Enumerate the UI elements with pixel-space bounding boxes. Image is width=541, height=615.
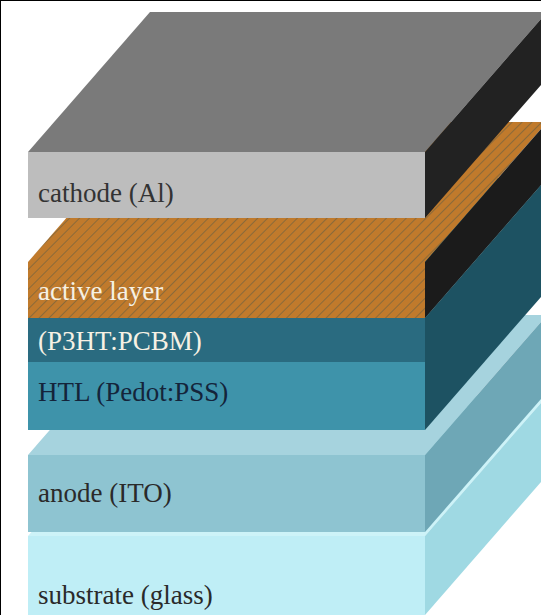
layer-slabs [28,12,541,615]
layer-slab [28,12,541,218]
layer-label: HTL (Pedot:PSS) [38,371,228,413]
layer-label-box: anode (ITO) [38,472,172,514]
layer-label: active layer (P3HT:PCBM) [38,266,238,366]
frame-line [0,0,1,615]
layer-label: substrate (glass) [38,574,213,615]
layer-label-box: HTL (Pedot:PSS) [38,371,228,413]
frame-line [0,0,541,1]
layer-label: anode (ITO) [38,472,172,514]
slab-side-face [425,12,541,218]
slab-front-face [28,152,425,218]
layer-label-box: active layer (P3HT:PCBM) [38,266,238,366]
layer-label: cathode (Al) [38,172,174,214]
layer-label-box: substrate (glass) [38,574,213,615]
slab-front-face [28,455,425,532]
layer-label-box: cathode (Al) [38,172,174,214]
slab-front-face [28,536,425,615]
